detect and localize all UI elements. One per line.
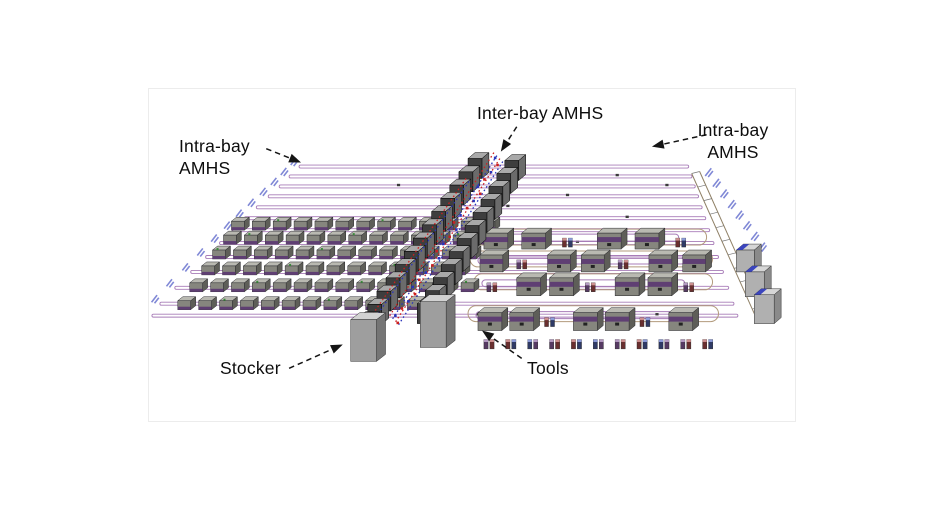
spine-stockers <box>350 294 456 362</box>
inter-bay-spine <box>356 152 527 341</box>
label-tools: Tools <box>527 358 569 378</box>
right-stockers <box>735 243 782 325</box>
label-intrabay-right-line2: AMHS <box>707 142 759 162</box>
right-bay-tools <box>477 227 713 350</box>
label-interbay: Inter-bay AMHS <box>477 103 604 123</box>
label-intrabay-left: Intra-bay AMHS <box>179 135 250 179</box>
label-intrabay-left-line2: AMHS <box>179 158 231 178</box>
amhs-diagram <box>150 126 782 369</box>
label-intrabay-right-line1: Intra-bay <box>697 120 769 140</box>
label-intrabay-right: Intra-bay AMHS <box>689 119 777 163</box>
label-intrabay-left-line1: Intra-bay <box>179 136 250 156</box>
figure-panel: Intra-bay AMHS Inter-bay AMHS Intra-bay … <box>148 88 796 422</box>
label-stocker: Stocker <box>220 358 281 378</box>
callout-arrows <box>265 126 707 369</box>
